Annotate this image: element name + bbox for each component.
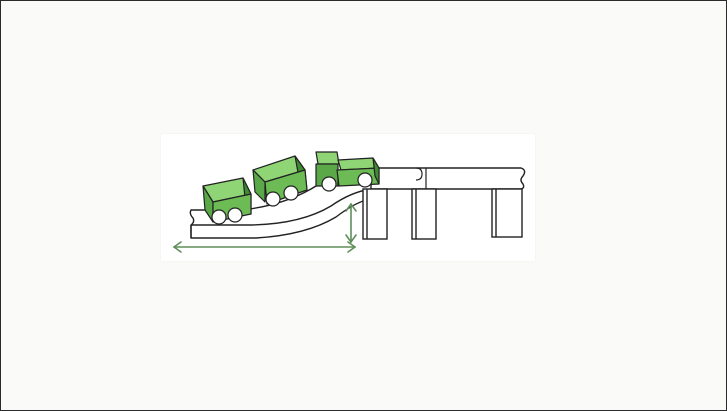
track-upper-deck <box>361 168 525 189</box>
horizontal-distance-arrow <box>174 242 355 252</box>
train-ramp-illustration <box>161 134 535 261</box>
train-engine <box>316 152 379 191</box>
illustration-card <box>161 134 535 261</box>
bridge-pillars <box>363 189 522 239</box>
vertical-height-arrow <box>346 204 356 242</box>
